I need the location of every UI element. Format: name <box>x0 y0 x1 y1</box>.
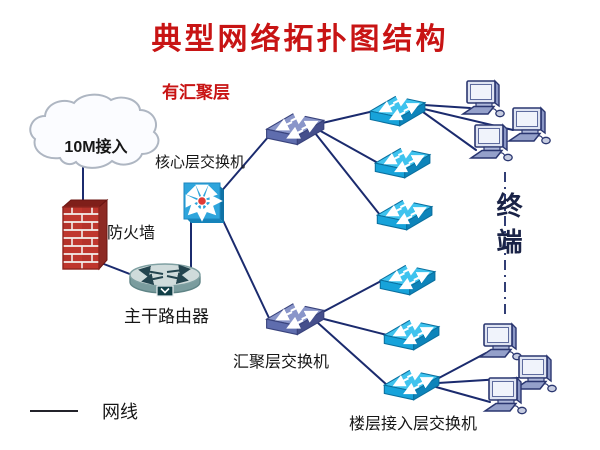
access-switch-icon <box>384 370 439 399</box>
access-switch-icon <box>370 96 425 125</box>
aggregation-switch-icon <box>267 304 324 335</box>
cable-core-agg-upper <box>218 135 270 195</box>
floor-access-switch-label: 楼层接入层交换机 <box>349 416 478 433</box>
legend: 网线 <box>30 398 138 424</box>
cloud-icon <box>29 93 160 169</box>
page-title: 典型网络拓扑图结构 <box>151 23 449 56</box>
cable-agg-access4 <box>318 279 384 315</box>
aggregation-switch-icon <box>267 114 324 145</box>
core-switch-label: 核心层交换机 <box>155 155 246 171</box>
cable-agg-access5 <box>319 317 388 336</box>
firewall-icon <box>61 198 109 271</box>
cable-core-agg-lower <box>218 211 270 319</box>
cable-agg-access1 <box>317 110 375 125</box>
computer-icon <box>484 377 528 415</box>
access-switch-icon <box>380 265 435 294</box>
cloud-access-label: 10M接入 <box>64 139 128 156</box>
legend-cable-line <box>30 410 78 412</box>
cable-access6-pc4 <box>436 352 487 380</box>
computer-icon <box>508 107 552 145</box>
computer-icon <box>470 124 514 162</box>
cable-agg-access3 <box>314 132 381 216</box>
cable-agg-access6 <box>317 322 388 386</box>
core-switch-icon <box>183 182 224 223</box>
firewall-label: 防火墙 <box>107 225 156 242</box>
access-switch-icon <box>377 200 432 229</box>
access-switch-icon <box>384 320 439 349</box>
computer-icon <box>462 80 506 118</box>
cable-agg-access2 <box>316 128 379 164</box>
cable-access6-pc6 <box>435 386 491 403</box>
router-label: 主干路由器 <box>124 307 209 326</box>
computer-icon <box>479 323 523 361</box>
access-switch-icon <box>375 148 430 177</box>
router-icon <box>129 263 201 297</box>
terminal-label: 终端 <box>493 192 522 264</box>
cable-access1-pc1 <box>423 104 471 109</box>
legend-cable-label: 网线 <box>102 402 138 422</box>
cable-access1-pc3 <box>422 111 477 151</box>
subtitle-has-aggregation-layer: 有汇聚层 <box>162 83 230 102</box>
aggregation-switch-label: 汇聚层交换机 <box>233 354 330 371</box>
